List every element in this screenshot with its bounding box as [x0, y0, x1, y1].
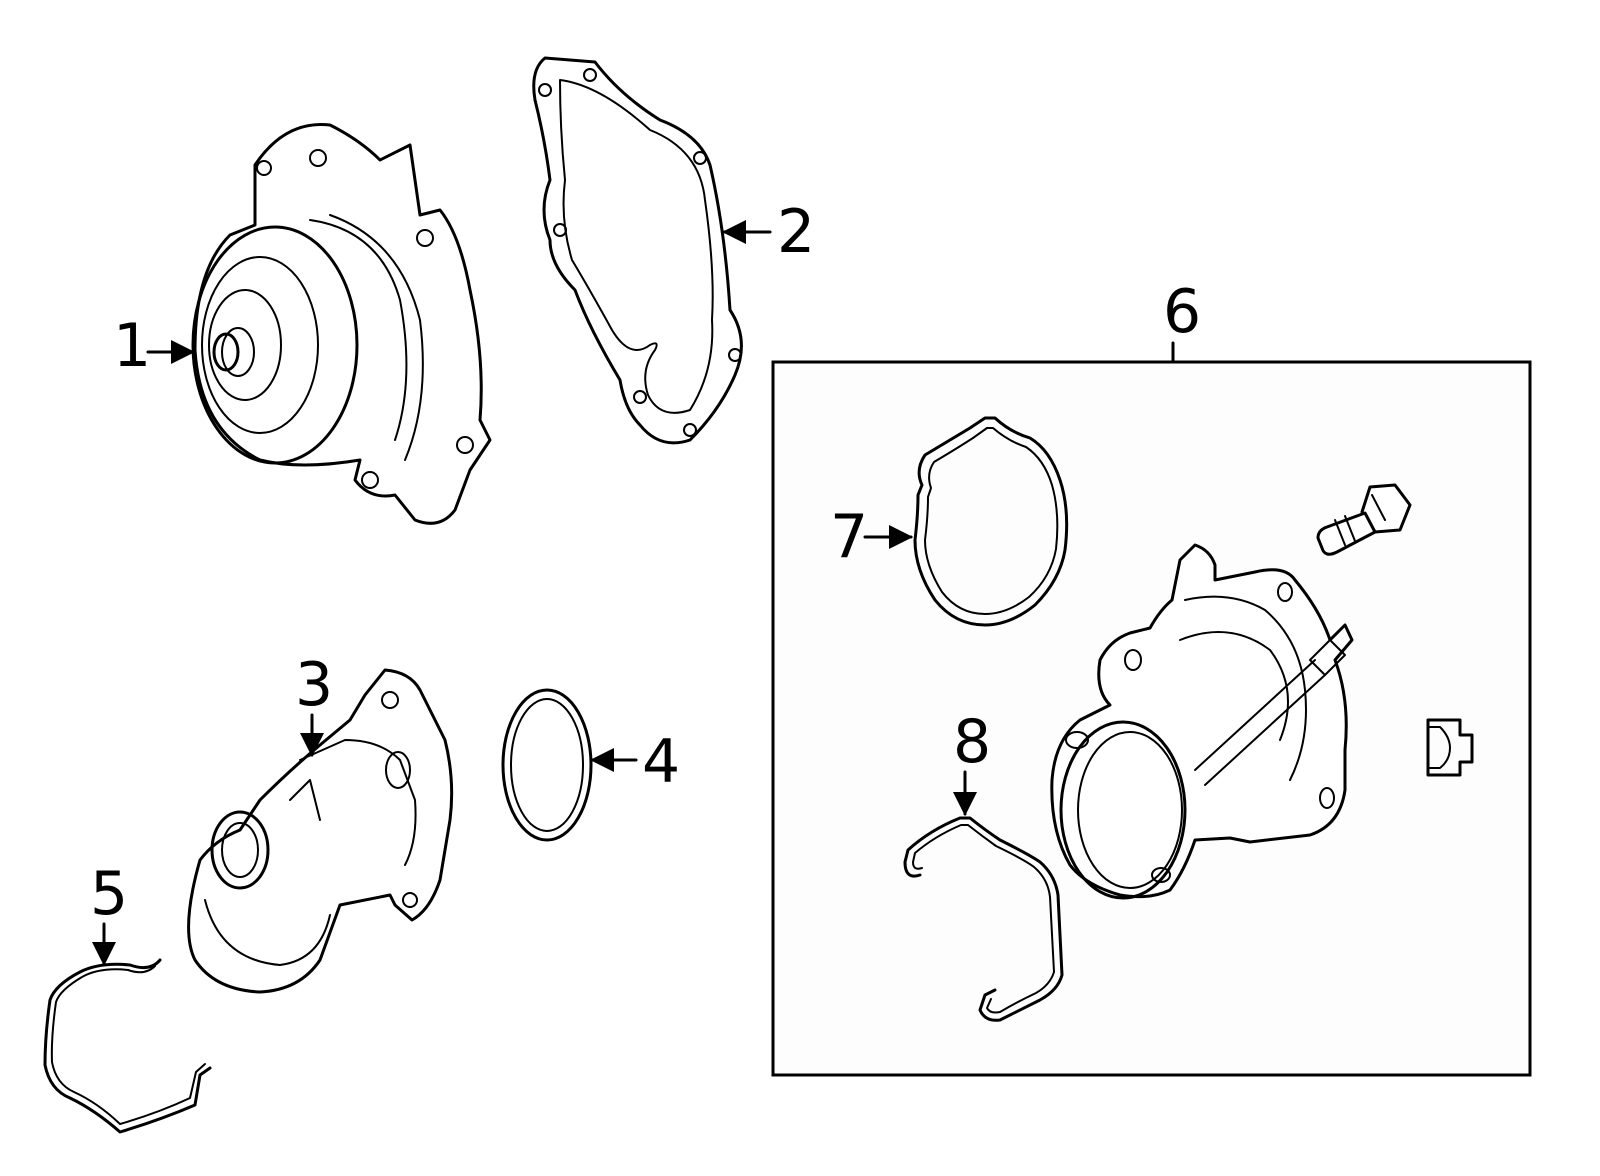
callout-5: 5	[90, 859, 128, 966]
callout-1-label: 1	[113, 311, 151, 381]
callout-2: 2	[722, 197, 815, 267]
callout-6: 6	[1163, 277, 1201, 364]
bolt-icon[interactable]	[1316, 483, 1412, 556]
callout-3: 3	[295, 650, 333, 757]
wire-clip-icon[interactable]	[43, 958, 212, 1134]
pump-gasket-icon[interactable]	[532, 56, 743, 445]
seal-ring-icon[interactable]	[501, 688, 593, 842]
callout-4-label: 4	[642, 727, 680, 797]
callout-6-label: 6	[1163, 277, 1201, 347]
callout-7: 7	[830, 502, 913, 572]
callout-8: 8	[953, 707, 991, 816]
callout-8-label: 8	[953, 707, 991, 777]
water-pump-icon[interactable]	[191, 123, 492, 525]
outlet-housing-icon[interactable]	[187, 668, 454, 994]
thermostat-housing-icon[interactable]	[1050, 543, 1354, 900]
callout-7-label: 7	[830, 502, 868, 572]
o-ring-icon[interactable]	[913, 416, 1069, 627]
callout-2-label: 2	[777, 197, 815, 267]
callout-1: 1	[113, 311, 195, 381]
callout-4: 4	[590, 727, 680, 797]
connector-icon	[1426, 718, 1474, 777]
callout-5-label: 5	[90, 859, 128, 929]
thermostat-wire-clip-icon[interactable]	[903, 816, 1064, 1022]
callout-3-label: 3	[295, 650, 333, 720]
